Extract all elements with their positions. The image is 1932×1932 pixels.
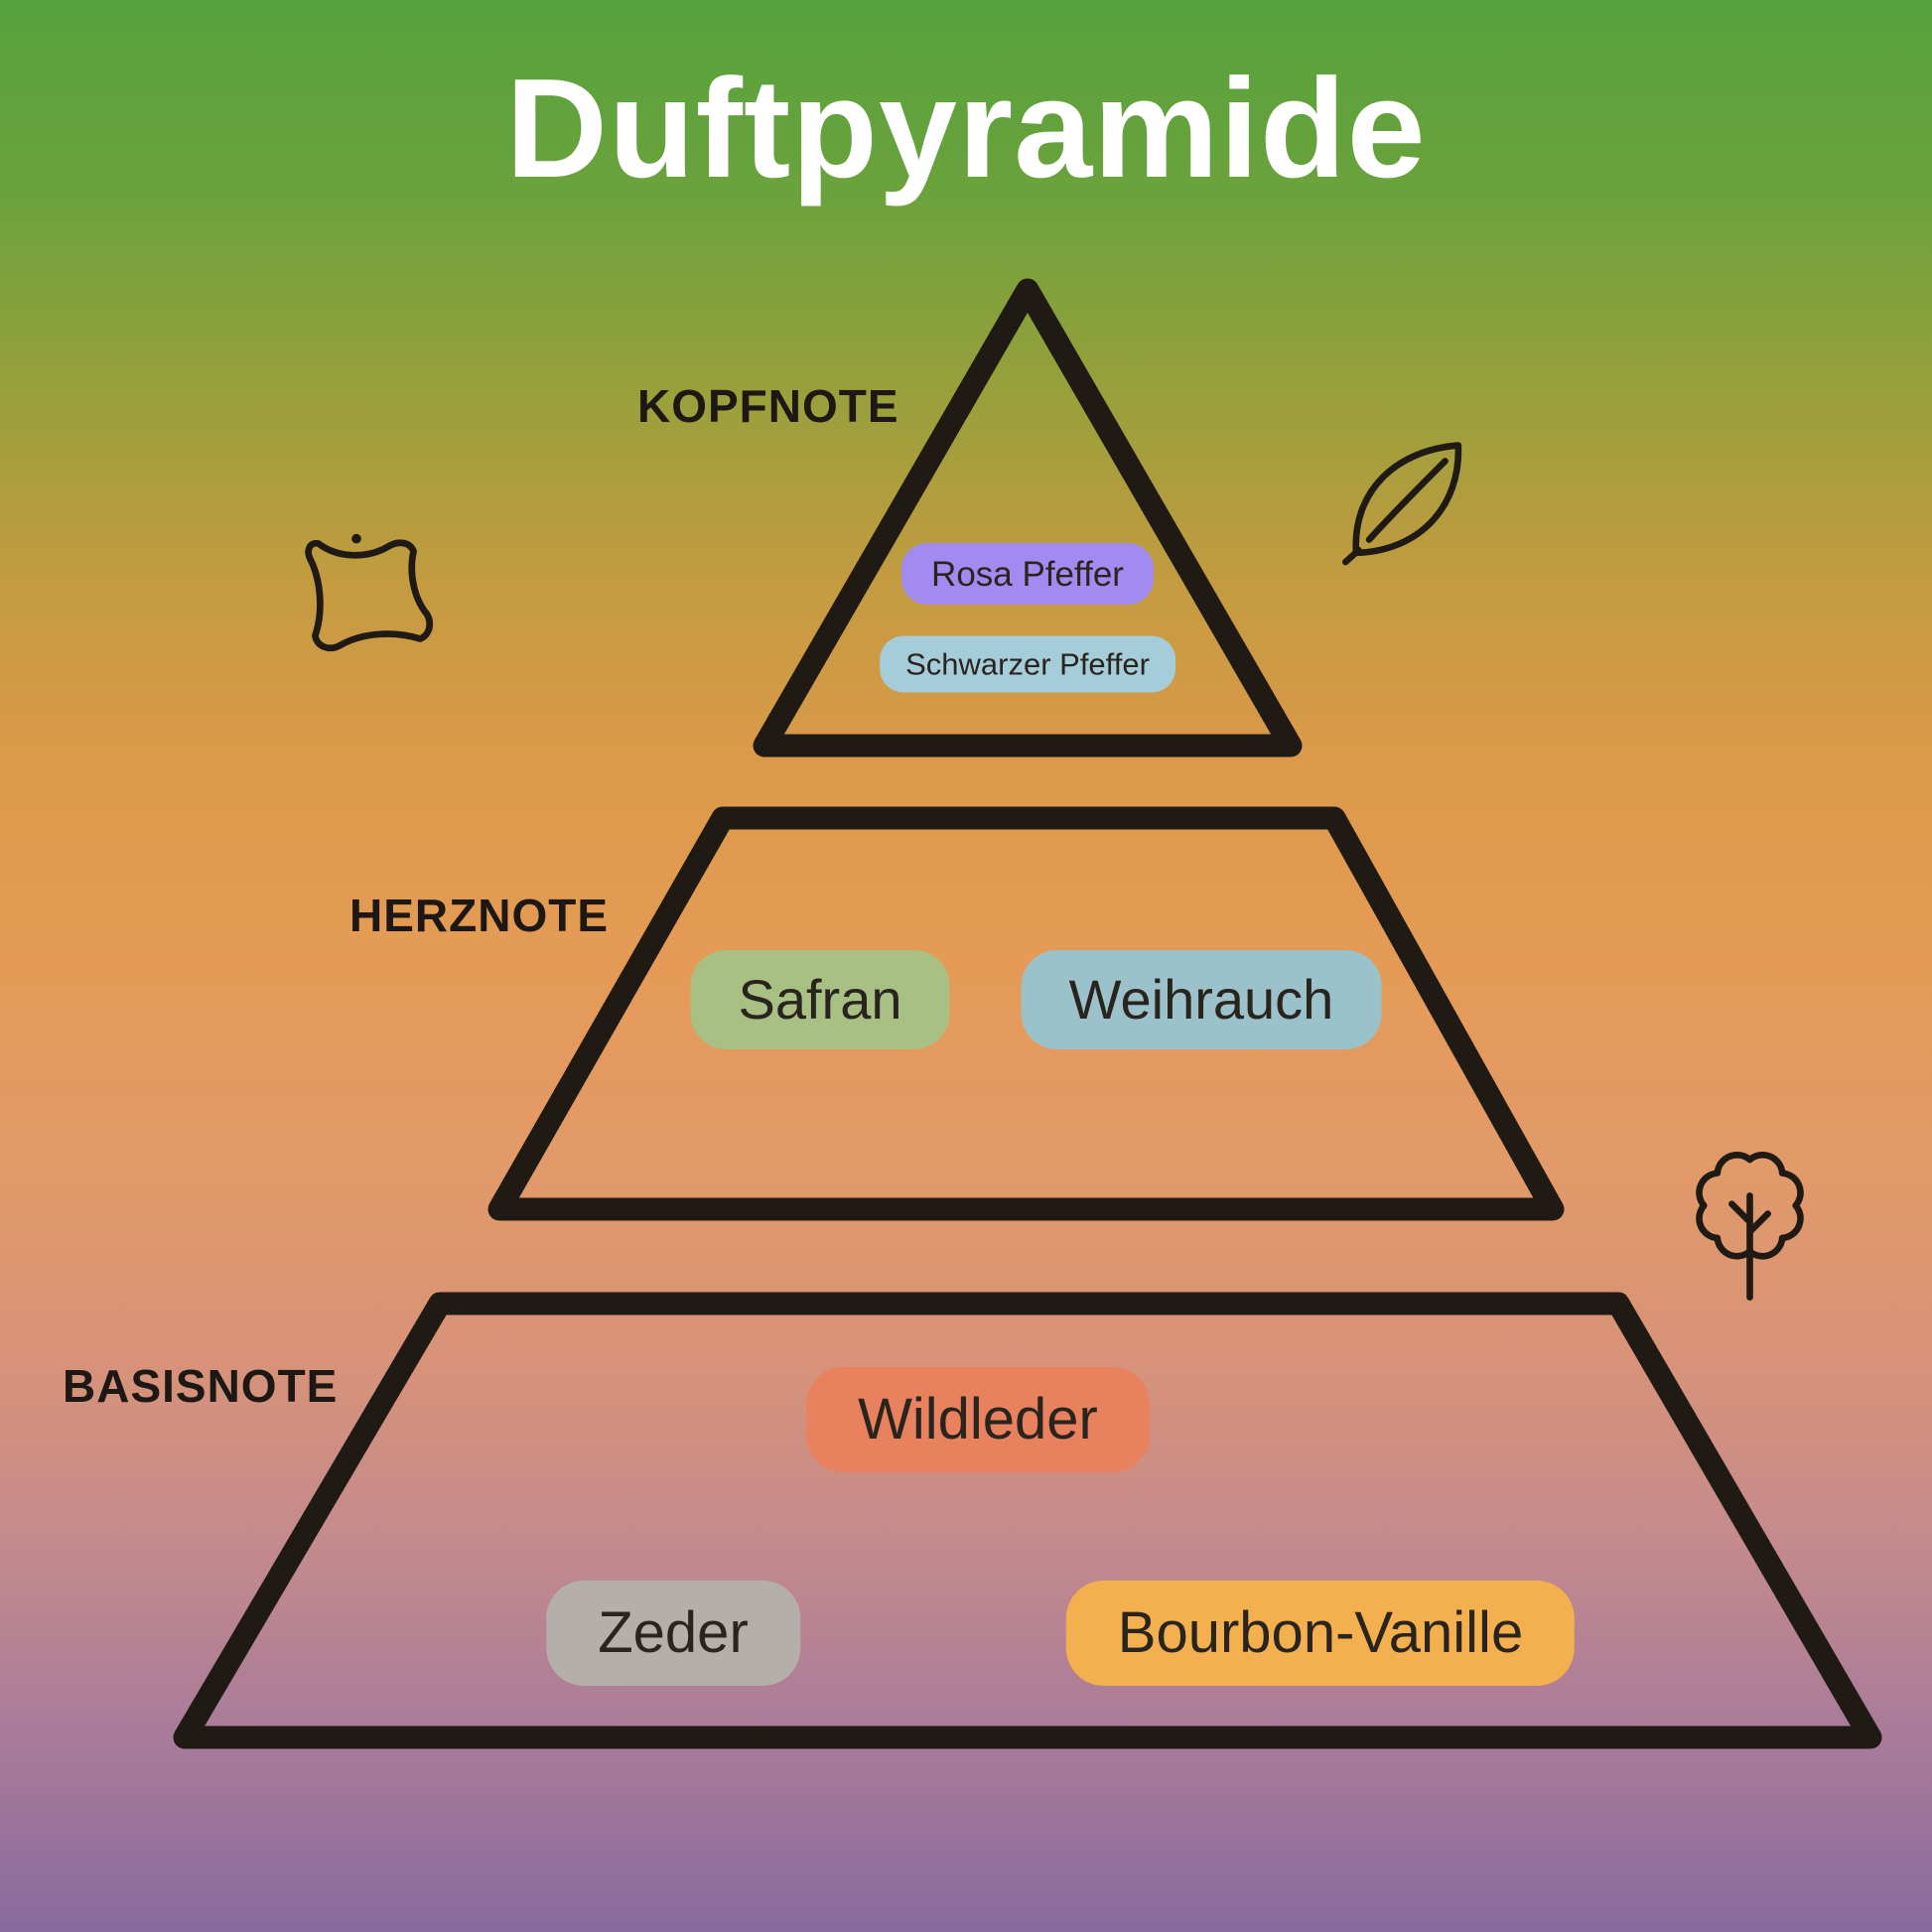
page-title: Duftpyramide xyxy=(505,50,1427,207)
note-pill-rosa-pfeffer: Rosa Pfeffer xyxy=(901,543,1154,605)
herznote-tier-outline xyxy=(487,806,1565,1221)
note-pill-zeder: Zeder xyxy=(546,1581,800,1686)
note-pill-weihrauch: Weihrauch xyxy=(1021,950,1382,1049)
leaf-icon xyxy=(1341,442,1462,566)
basisnote-tier-outline xyxy=(173,1292,1882,1749)
herznote-label: HERZNOTE xyxy=(349,890,609,941)
tree-icon xyxy=(1696,1152,1804,1302)
note-pill-safran: Safran xyxy=(690,950,950,1049)
leather-icon xyxy=(305,533,434,651)
pyramid-ink-group xyxy=(173,278,1882,1749)
note-pill-wildleder: Wildleder xyxy=(806,1367,1150,1472)
basisnote-label: BASISNOTE xyxy=(63,1360,339,1412)
kopfnote-label: KOPFNOTE xyxy=(637,380,899,432)
note-pill-schwarzer-pfeffer: Schwarzer Pfeffer xyxy=(880,635,1175,693)
note-pill-bourbon-vanille: Bourbon-Vanille xyxy=(1065,1581,1576,1686)
kopfnote-tier-outline xyxy=(753,278,1303,758)
